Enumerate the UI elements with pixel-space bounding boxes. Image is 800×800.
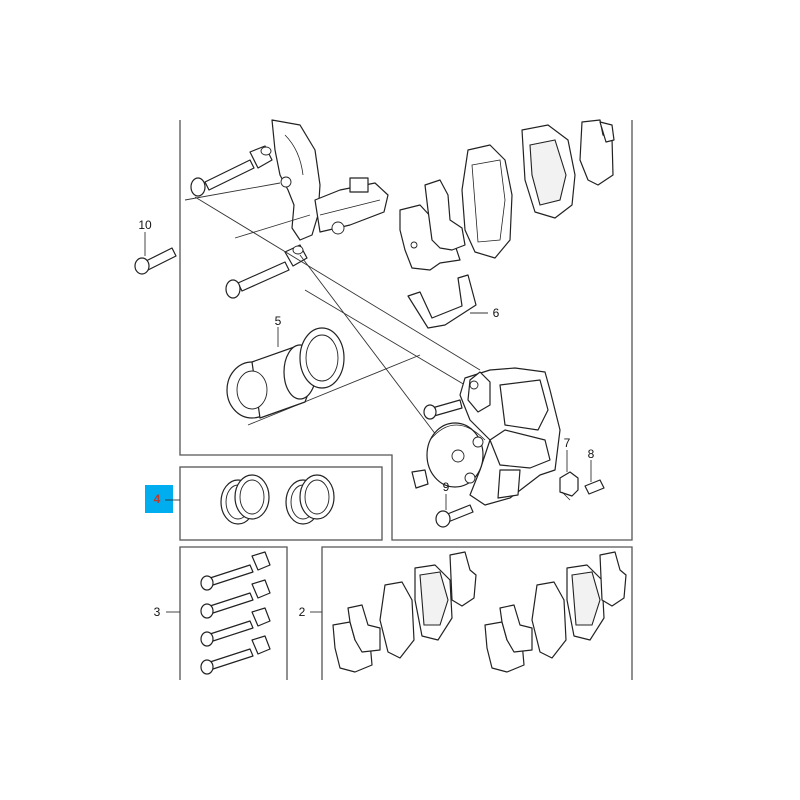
brake-pad-set-box-2 — [310, 546, 633, 680]
bleeder-cap — [411, 469, 429, 489]
guide-pin-kit-box-3 — [166, 546, 288, 680]
outer-brake-pad — [521, 124, 576, 219]
main-assembly-frame — [179, 120, 633, 541]
callout-3: 3 — [154, 605, 161, 619]
guide-pin-3 — [200, 607, 271, 647]
callout-10: 10 — [138, 218, 152, 232]
callout-7: 7 — [564, 436, 571, 450]
bolt-10 — [134, 232, 177, 275]
pad-set-right-group — [484, 551, 627, 673]
brake-pad-backing-plate — [424, 179, 466, 251]
callout-labels: 10 5 6 7 8 9 3 2 — [138, 218, 594, 619]
caliper-piston-5 — [226, 327, 345, 419]
caliper-mounting-bolt-upper — [423, 399, 463, 420]
guide-pin-4 — [200, 635, 271, 675]
callout-9: 9 — [443, 480, 450, 494]
callout-4: 4 — [154, 492, 161, 506]
guide-pin-1 — [200, 551, 271, 591]
bleeder-screw-8 — [584, 460, 605, 495]
seal-kit-box-4 — [179, 466, 383, 541]
bolt-9 — [435, 494, 474, 528]
callout-6: 6 — [493, 306, 500, 320]
callout-8: 8 — [588, 447, 595, 461]
upper-guide-pin-bolt — [190, 145, 273, 197]
outer-pad-shim — [579, 119, 615, 186]
caliper-housing — [459, 367, 561, 506]
callout-5: 5 — [275, 314, 282, 328]
caliper-carrier-bracket — [271, 119, 389, 241]
anti-rattle-clip-6 — [407, 274, 488, 329]
lower-guide-pin-bolt — [225, 244, 308, 299]
highlight-marker — [145, 485, 173, 513]
callout-2: 2 — [299, 605, 306, 619]
pad-set-left-group — [332, 551, 477, 673]
caliper-bore-face — [426, 422, 486, 488]
brake-hose-fitting-7 — [559, 450, 579, 501]
inner-brake-pad — [461, 144, 513, 259]
callout-4-highlight[interactable]: 4 — [145, 485, 180, 513]
assembly-guide-lines — [184, 182, 481, 461]
guide-pin-2 — [200, 579, 271, 619]
